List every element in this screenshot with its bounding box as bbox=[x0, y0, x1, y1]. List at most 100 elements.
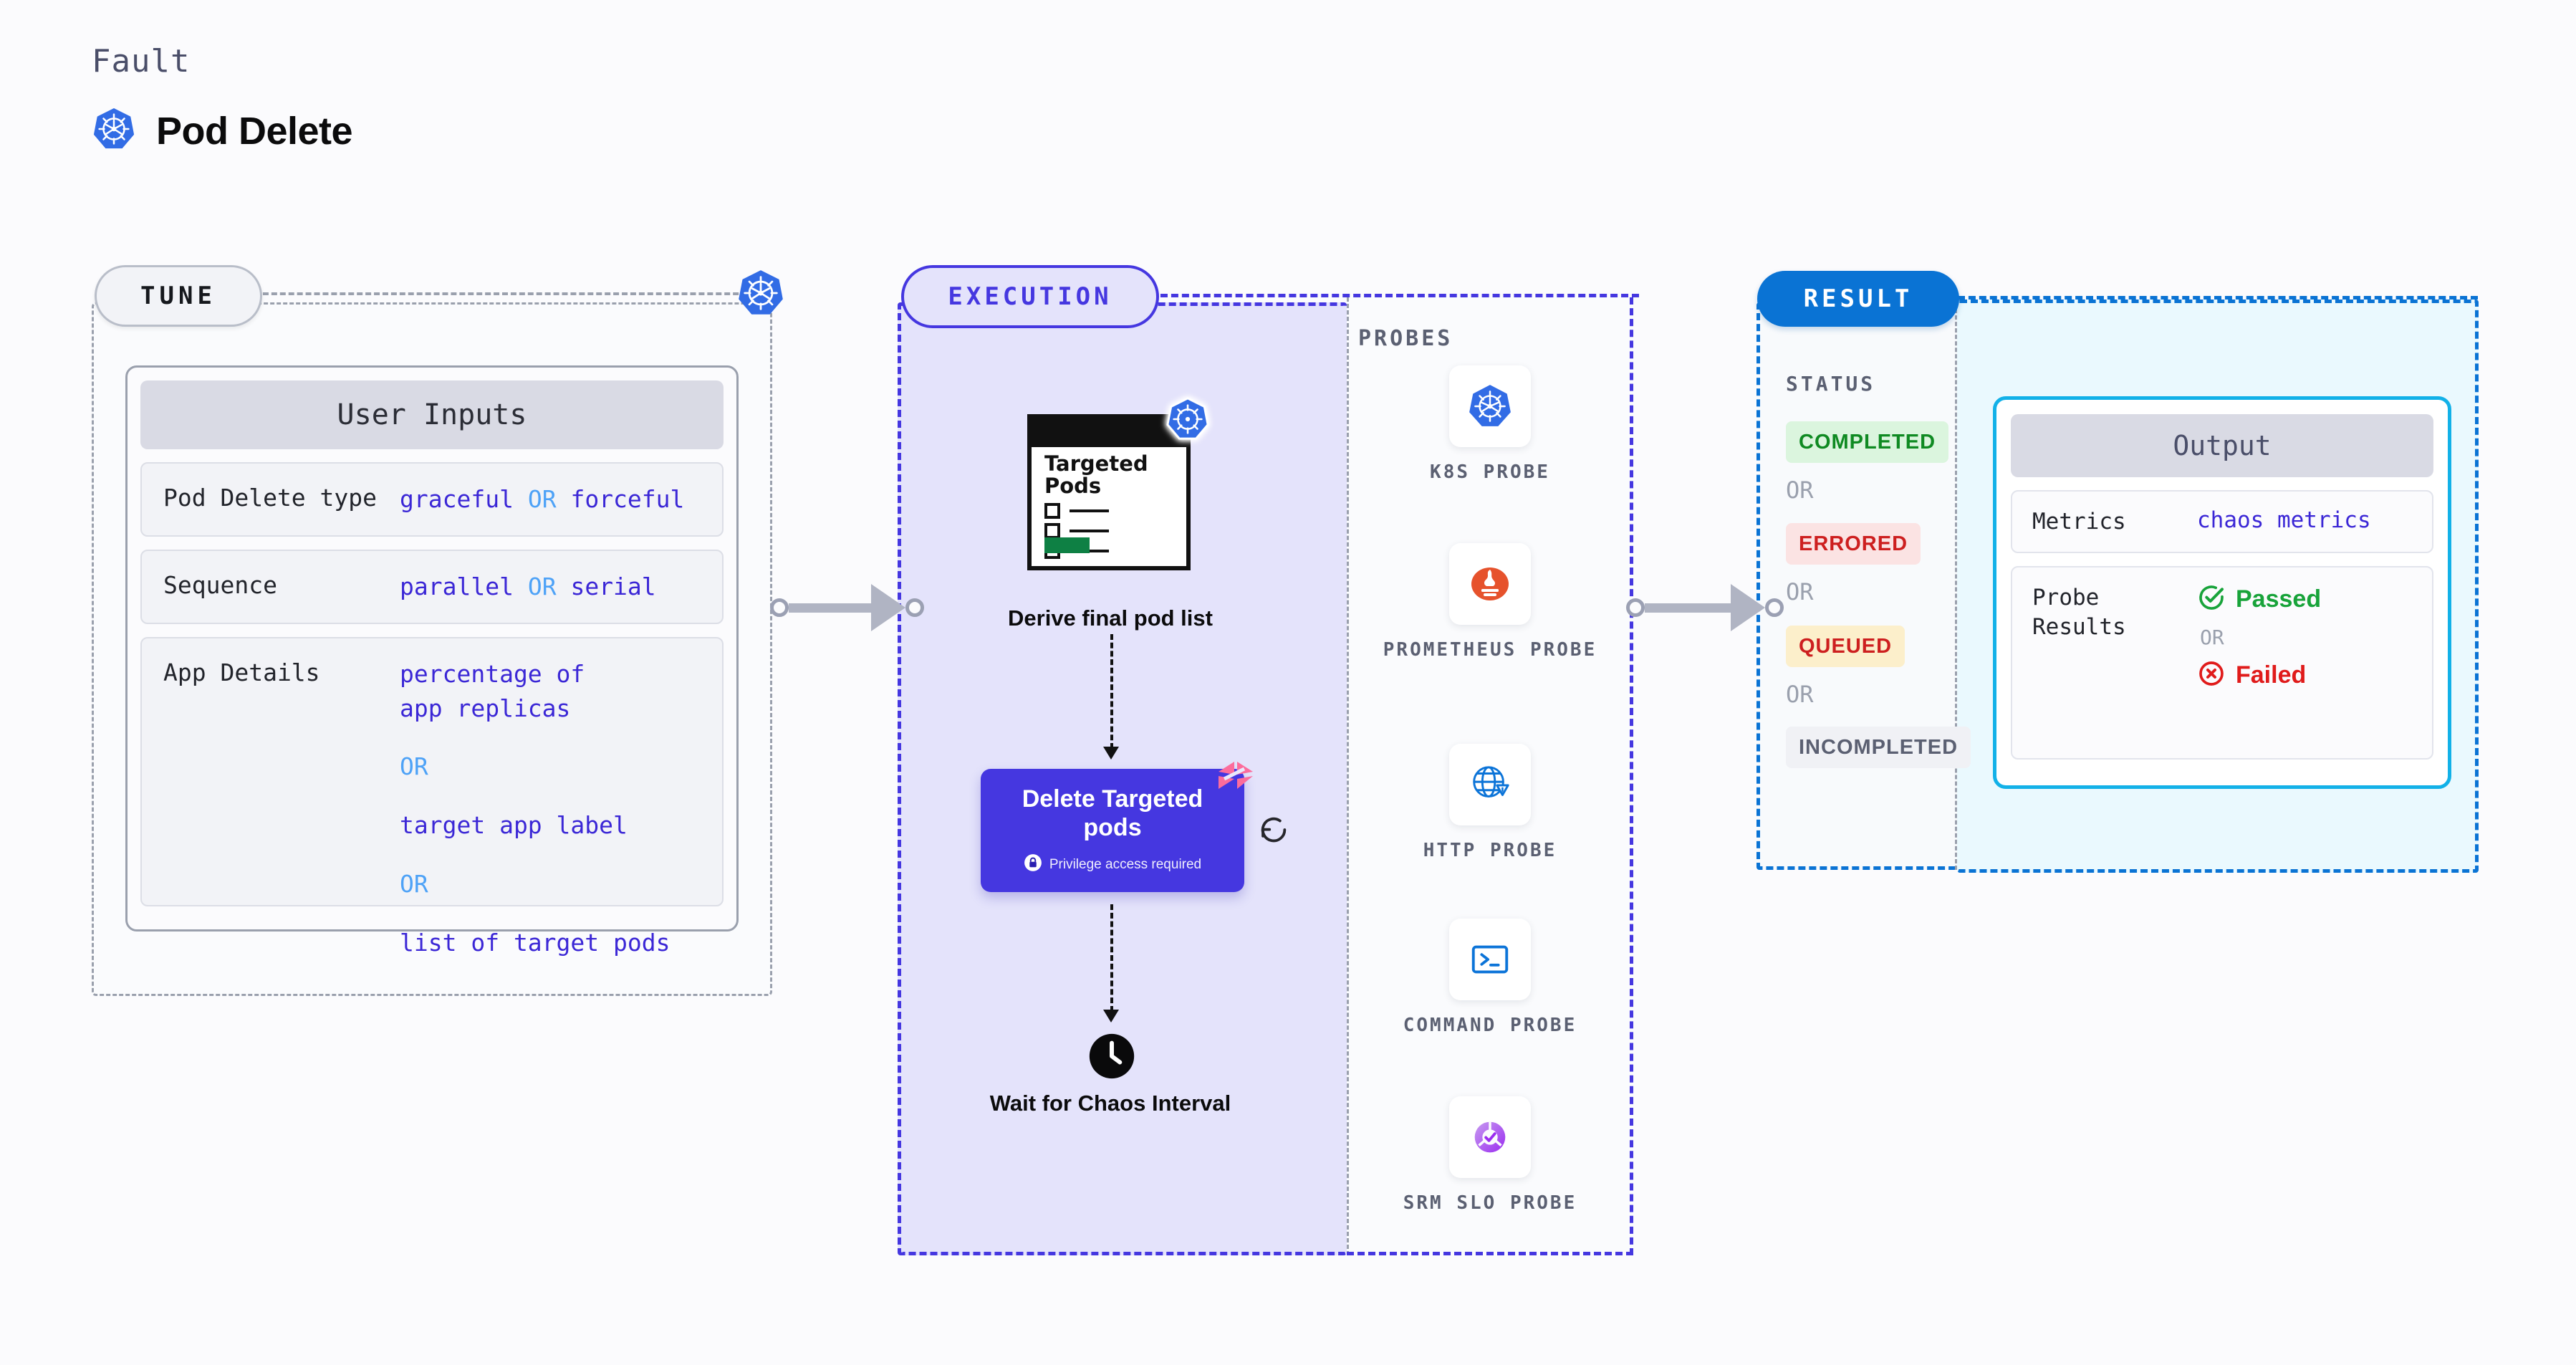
targeted-pods-card: Targeted Pods bbox=[1027, 397, 1209, 570]
line-placeholder bbox=[1070, 530, 1109, 532]
row-values: parallel OR serial bbox=[400, 570, 656, 604]
probe-item-http[interactable]: HTTP PROBE bbox=[1383, 744, 1597, 863]
or-separator: OR bbox=[527, 485, 557, 513]
status-badge-queued: QUEUED bbox=[1786, 626, 1905, 667]
fault-title-row: Pod Delete bbox=[92, 107, 353, 155]
connector-execution-to-result bbox=[1626, 584, 1784, 631]
checkbox-icon bbox=[1044, 503, 1060, 519]
probe-result-failed: Failed bbox=[2197, 659, 2321, 691]
row-label: App Details bbox=[163, 658, 320, 686]
row-values: percentage of app replicas OR target app… bbox=[400, 657, 671, 960]
derive-pod-list-caption: Derive final pod list bbox=[1008, 605, 1213, 631]
or-separator: OR bbox=[1786, 476, 1814, 504]
row-label: Pod Delete type bbox=[163, 484, 378, 512]
check-circle-icon bbox=[2197, 583, 2226, 616]
connector-tune-to-execution bbox=[770, 584, 924, 631]
or-separator: OR bbox=[400, 752, 428, 781]
metrics-value: chaos metrics bbox=[2197, 507, 2371, 533]
probe-results-values: Passed OR Failed bbox=[2197, 583, 2321, 701]
or-separator: OR bbox=[527, 572, 557, 600]
value-target-app-label: target app label bbox=[400, 811, 628, 840]
result-status-panel bbox=[1756, 302, 1957, 870]
probes-section-label: PROBES bbox=[1358, 326, 1453, 351]
probe-result-passed: Passed bbox=[2197, 583, 2321, 616]
privilege-label: Privilege access required bbox=[1049, 857, 1202, 873]
terminal-icon bbox=[1449, 919, 1531, 1000]
flow-connector bbox=[1110, 634, 1113, 749]
result-pill[interactable]: RESULT bbox=[1757, 271, 1959, 327]
probe-results-label: Probe Results bbox=[2032, 585, 2126, 640]
status-badge-errored: ERRORED bbox=[1786, 523, 1921, 565]
green-bar bbox=[1044, 537, 1090, 553]
targeted-pods-frame: Targeted Pods bbox=[1027, 414, 1191, 570]
page-title: Pod Delete bbox=[156, 109, 353, 153]
output-title: Output bbox=[2011, 414, 2433, 477]
fault-kicker: Fault bbox=[92, 43, 191, 80]
probe-item-command[interactable]: COMMAND PROBE bbox=[1383, 919, 1597, 1038]
flow-connector bbox=[1110, 904, 1113, 1012]
or-separator: OR bbox=[1786, 578, 1814, 605]
row-values: graceful OR forceful bbox=[400, 482, 684, 517]
globe-warning-icon bbox=[1449, 744, 1531, 825]
table-row: App Details percentage of app replicas O… bbox=[140, 636, 724, 957]
connector-dot bbox=[770, 598, 789, 617]
kubernetes-icon bbox=[736, 269, 785, 317]
value-graceful: graceful bbox=[400, 485, 514, 513]
connector-dot bbox=[1765, 598, 1784, 617]
probe-item-srm-slo[interactable]: SRM SLO PROBE bbox=[1383, 1096, 1597, 1216]
connector-arrowhead bbox=[1731, 584, 1765, 631]
value-serial: serial bbox=[570, 572, 656, 600]
probe-item-prometheus[interactable]: PROMETHEUS PROBE bbox=[1383, 543, 1597, 663]
line-placeholder bbox=[1070, 509, 1109, 512]
table-row: Metrics chaos metrics bbox=[2011, 490, 2433, 554]
value-list-target-pods: list of target pods bbox=[400, 928, 671, 957]
tune-pill[interactable]: TUNE bbox=[95, 265, 262, 327]
retry-icon[interactable] bbox=[1257, 813, 1290, 846]
user-inputs-card: User Inputs Pod Delete type graceful OR … bbox=[125, 365, 739, 957]
metrics-label: Metrics bbox=[2032, 509, 2126, 535]
flow-arrowhead bbox=[1103, 747, 1119, 760]
probe-item-k8s[interactable]: K8S PROBE bbox=[1383, 365, 1597, 485]
x-circle-icon bbox=[2197, 659, 2226, 691]
list-item bbox=[1044, 503, 1109, 519]
probe-label: PROMETHEUS PROBE bbox=[1383, 639, 1597, 661]
table-row: Probe Results Passed OR bbox=[2011, 566, 2433, 760]
delete-node-title: Delete Targeted pods bbox=[1022, 785, 1203, 841]
kubernetes-icon bbox=[1449, 365, 1531, 447]
prometheus-icon bbox=[1449, 543, 1531, 625]
user-inputs-title: User Inputs bbox=[140, 380, 724, 449]
srm-slo-icon bbox=[1449, 1096, 1531, 1178]
connector-bar bbox=[789, 603, 873, 613]
row-label: Sequence bbox=[163, 570, 277, 599]
page-header: Fault bbox=[92, 43, 353, 155]
delete-targeted-pods-node[interactable]: Delete Targeted pods Privilege access re… bbox=[981, 762, 1253, 892]
probes-outer-border bbox=[1347, 297, 1633, 1255]
list-item bbox=[1044, 523, 1109, 539]
result-inner-divider bbox=[1955, 302, 1957, 870]
flow-arrowhead bbox=[1103, 1010, 1119, 1022]
probe-label: SRM SLO PROBE bbox=[1403, 1192, 1577, 1214]
kubernetes-icon bbox=[1166, 397, 1210, 441]
connector-bar bbox=[1645, 603, 1732, 613]
or-separator: OR bbox=[2200, 626, 2224, 650]
result-top-dash bbox=[1958, 296, 2478, 300]
execution-top-dash bbox=[1150, 294, 1639, 297]
status-badge-completed: COMPLETED bbox=[1786, 421, 1949, 463]
privilege-notice: Privilege access required bbox=[1024, 853, 1201, 876]
failed-label: Failed bbox=[2236, 661, 2307, 689]
or-separator: OR bbox=[1786, 681, 1814, 708]
table-row: Sequence parallel OR serial bbox=[140, 549, 724, 624]
probe-label: COMMAND PROBE bbox=[1403, 1015, 1577, 1036]
execution-pill[interactable]: EXECUTION bbox=[901, 265, 1159, 328]
clock-icon bbox=[1087, 1032, 1136, 1081]
passed-label: Passed bbox=[2236, 585, 2322, 613]
lock-icon bbox=[1024, 853, 1042, 876]
wait-chaos-interval-caption: Wait for Chaos Interval bbox=[989, 1091, 1231, 1116]
harness-logo-icon bbox=[1216, 757, 1256, 798]
connector-dot bbox=[1626, 598, 1645, 617]
connector-dot bbox=[905, 598, 924, 617]
value-forceful: forceful bbox=[570, 485, 685, 513]
probe-label: HTTP PROBE bbox=[1423, 840, 1557, 861]
output-card: Output Metrics chaos metrics Probe Resul… bbox=[1993, 396, 2451, 789]
status-badge-incompleted: INCOMPLETED bbox=[1786, 727, 1971, 768]
